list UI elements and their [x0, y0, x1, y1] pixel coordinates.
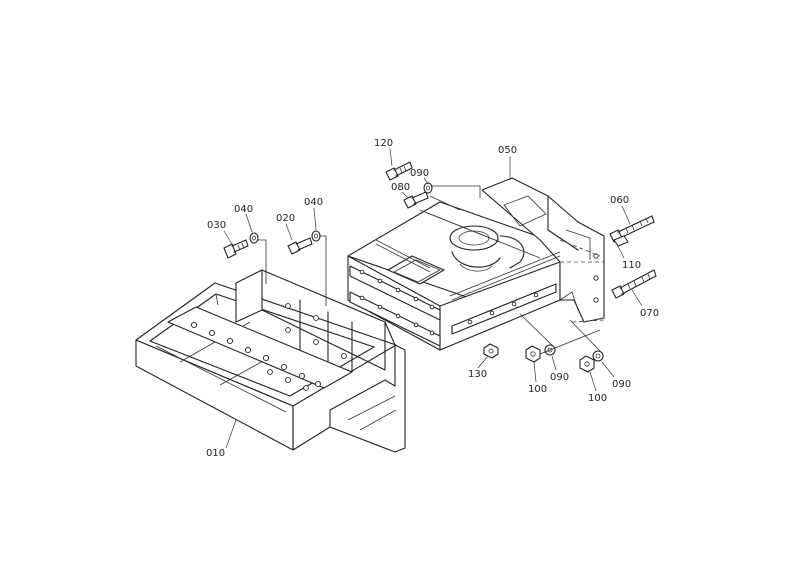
- label-120: 120: [374, 138, 393, 149]
- bolt-080: [403, 191, 429, 209]
- label-070: 070: [640, 308, 659, 319]
- label-090-a: 090: [410, 168, 429, 179]
- label-050: 050: [498, 145, 517, 156]
- label-030: 030: [207, 220, 226, 231]
- washer-040-b: [311, 230, 321, 242]
- front-bracket-010: [135, 269, 406, 453]
- washer-090-c: [592, 350, 604, 362]
- label-080: 080: [391, 182, 410, 193]
- washer-040-a: [249, 232, 259, 244]
- stud-070: [611, 269, 657, 299]
- label-010: 010: [206, 448, 225, 459]
- bolt-030: [223, 239, 249, 259]
- label-110: 110: [622, 260, 641, 271]
- label-100-b: 100: [588, 393, 607, 404]
- nut-130: [483, 343, 499, 359]
- nut-100-b: [579, 355, 595, 373]
- label-040-b: 040: [304, 197, 323, 208]
- label-060: 060: [610, 195, 629, 206]
- label-130: 130: [468, 369, 487, 380]
- label-100-a: 100: [528, 384, 547, 395]
- main-bracket-050: [347, 177, 605, 351]
- bolt-020: [287, 237, 313, 255]
- pin-110: [613, 235, 629, 247]
- label-090-b: 090: [550, 372, 569, 383]
- nut-100-a: [525, 345, 541, 363]
- leader-lines: [223, 148, 643, 449]
- label-090-c: 090: [612, 379, 631, 390]
- bolt-120: [385, 161, 413, 181]
- washer-090-a: [423, 182, 433, 194]
- label-020: 020: [276, 213, 295, 224]
- label-040-a: 040: [234, 204, 253, 215]
- stud-060: [609, 215, 655, 243]
- part-labels: 010 020 030 040 040 050 060 070 080 090 …: [206, 138, 659, 459]
